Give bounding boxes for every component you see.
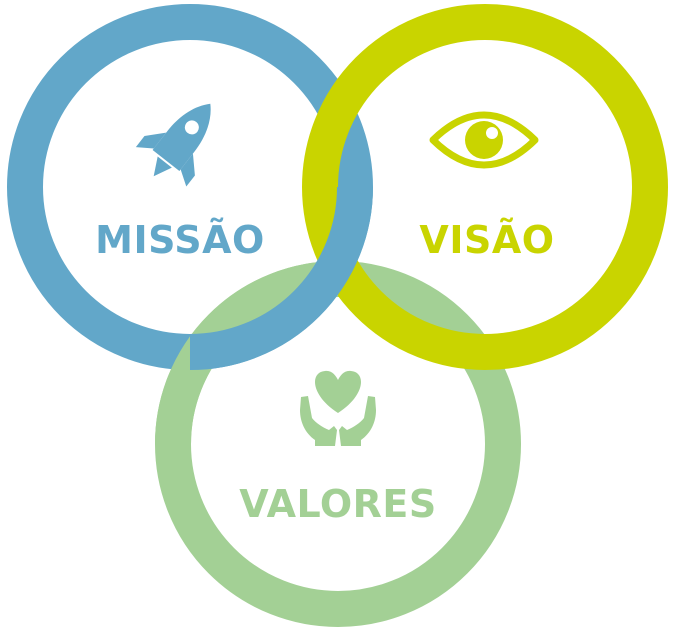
missao-ring-overlap-arc <box>189 186 373 370</box>
heart-in-hands-icon <box>300 370 376 446</box>
visao-label: VISÃO <box>419 218 554 262</box>
valores-label: VALORES <box>239 482 437 526</box>
missao-label: MISSÃO <box>95 218 265 262</box>
eye-icon <box>429 111 539 169</box>
visao-ring <box>302 4 668 370</box>
rocket-icon <box>135 103 211 187</box>
